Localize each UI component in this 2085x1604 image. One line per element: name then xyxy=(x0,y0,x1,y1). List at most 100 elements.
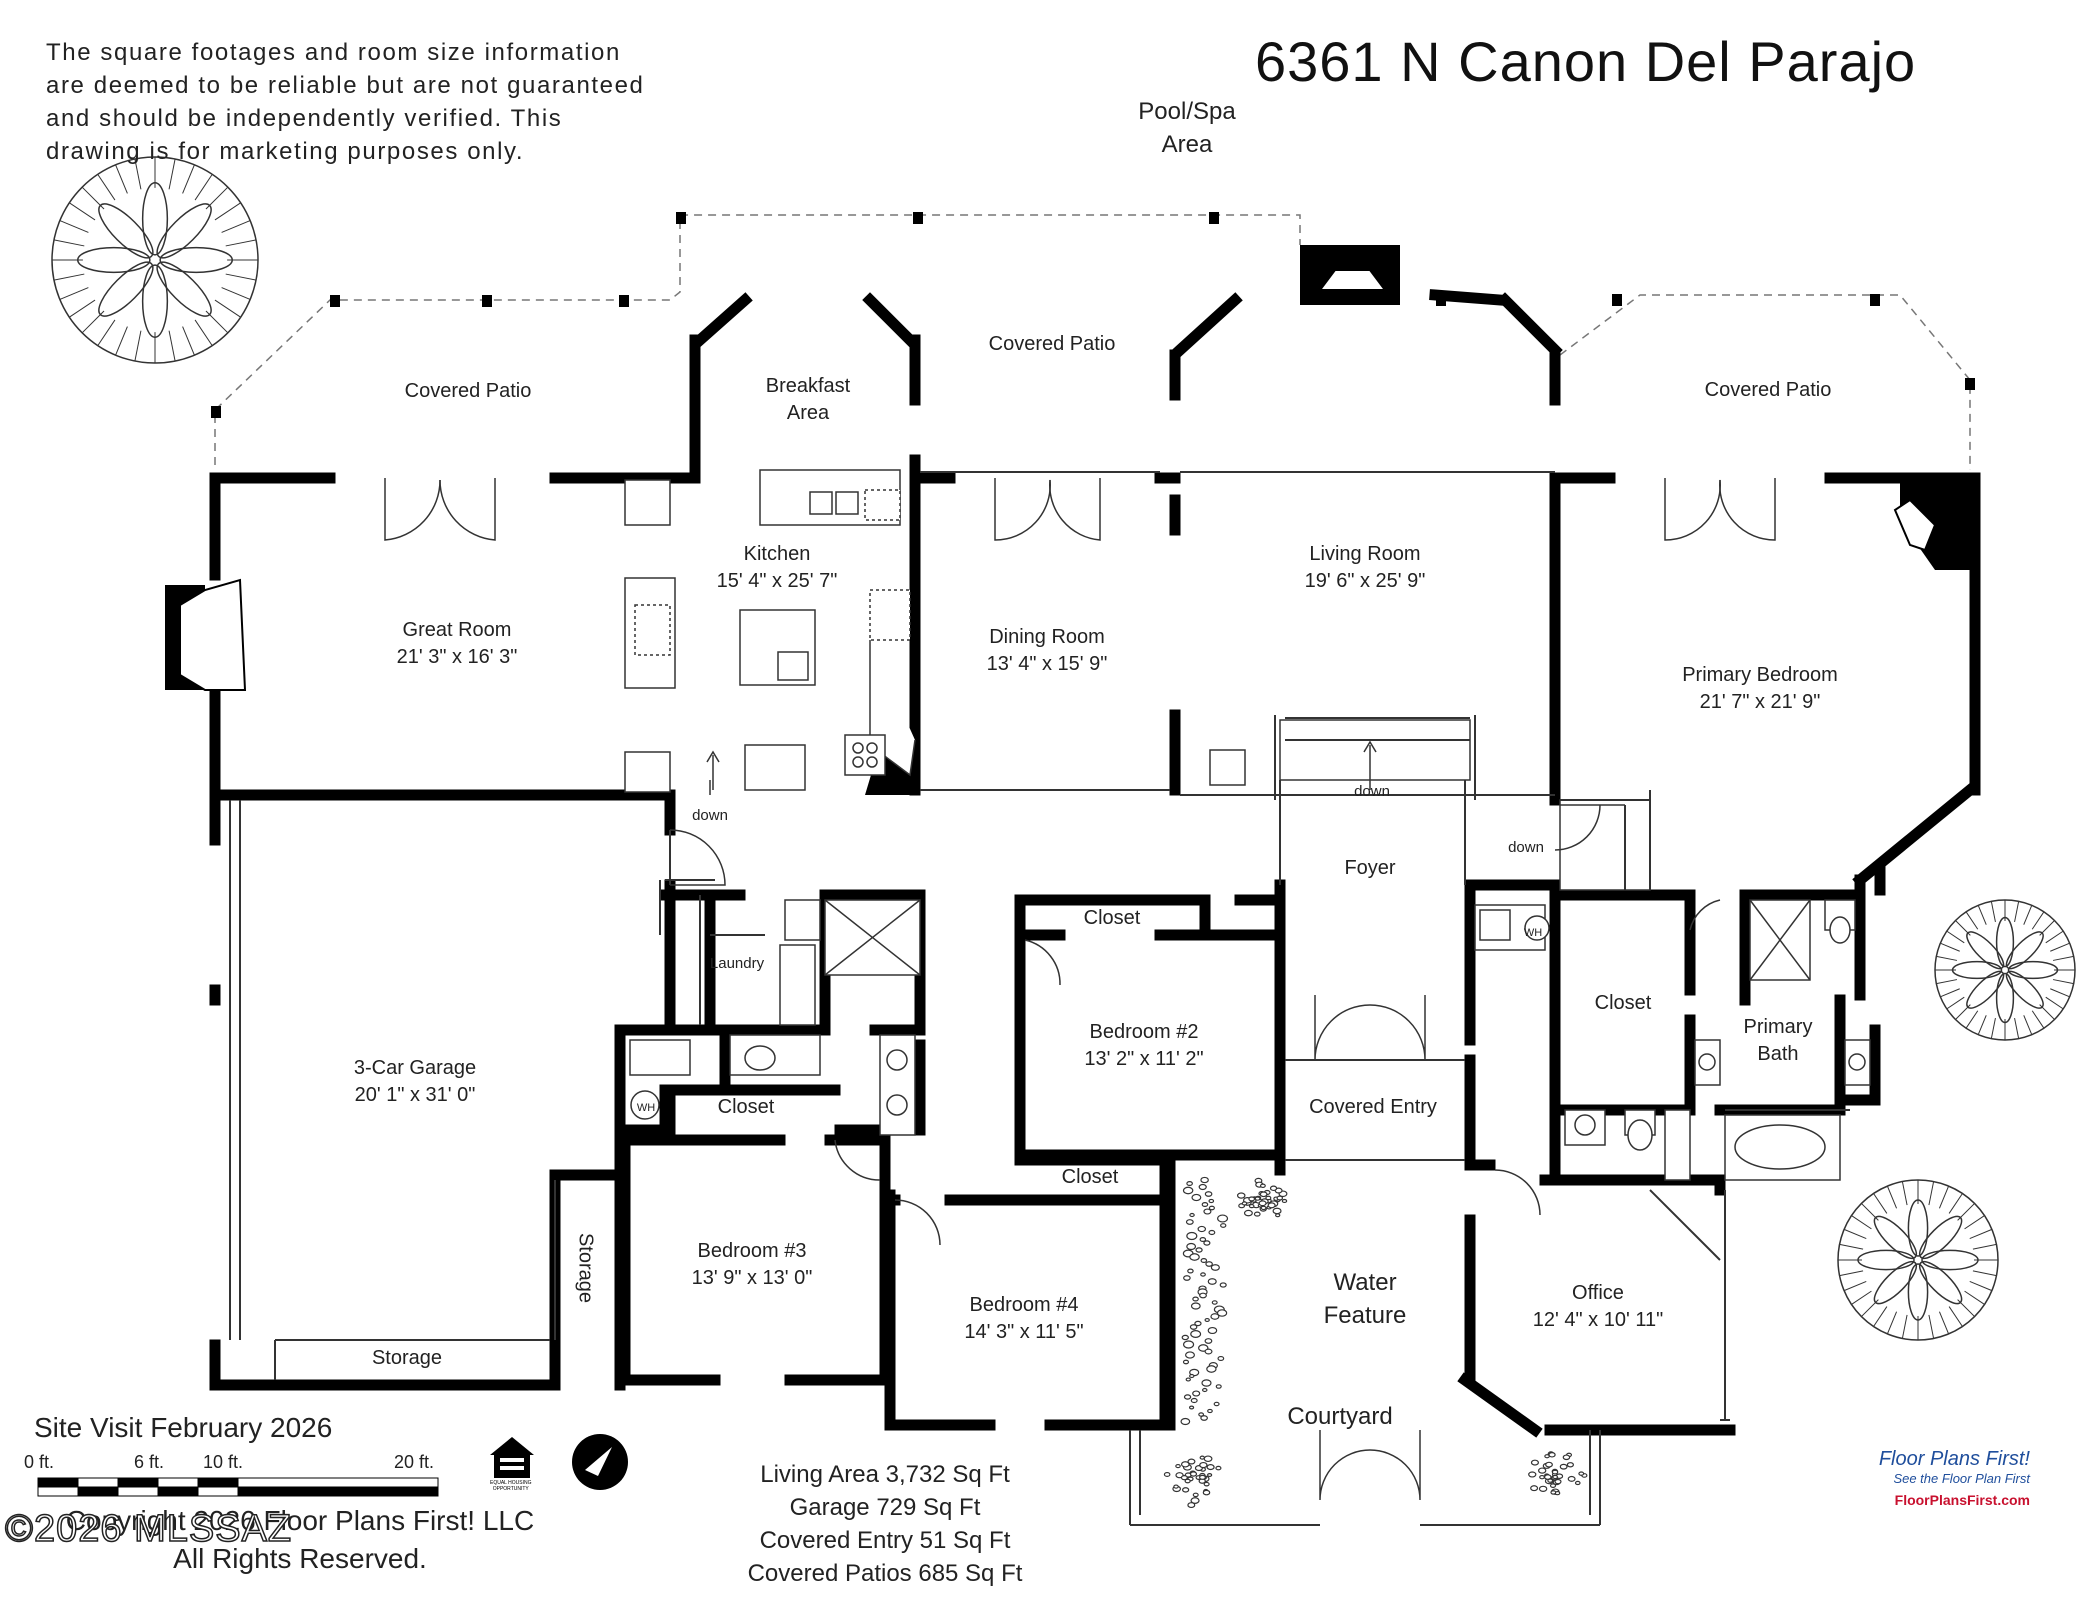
tree-branch xyxy=(2014,1017,2020,1039)
planting-pebble xyxy=(1204,1191,1213,1197)
planting-pebble xyxy=(1181,1334,1189,1341)
tree-branch xyxy=(221,287,251,300)
planting-pebble xyxy=(1210,1313,1220,1320)
brand-url: FloorPlansFirst.com xyxy=(1894,1492,2030,1508)
room-name: Dining Room xyxy=(989,626,1105,648)
disclaimer-line: drawing is for marketing purposes only. xyxy=(46,138,525,165)
room-name: Office xyxy=(1572,1282,1624,1304)
tree-branch xyxy=(134,158,142,190)
tree-branch xyxy=(1901,1314,1908,1339)
planting-pebble xyxy=(1192,1492,1199,1498)
tree-branch xyxy=(2052,979,2074,985)
tree-branch xyxy=(1965,911,1979,930)
planting-pebble xyxy=(1254,1196,1261,1201)
planting-pebble xyxy=(1186,1242,1197,1251)
planting-pebble xyxy=(1187,1458,1196,1465)
planting-pebble xyxy=(1215,1384,1222,1389)
tree-branch xyxy=(1936,955,1958,961)
tree-branch xyxy=(1938,1311,1950,1335)
brand-logo: Floor Plans First! See the Floor Plan Fi… xyxy=(1845,1448,2030,1508)
room-office: Office 12' 4" x 10' 11" xyxy=(1533,1280,1663,1334)
tree-branch xyxy=(59,287,89,300)
planting-pebble xyxy=(1551,1469,1559,1475)
room-name: Covered Patio xyxy=(404,380,532,402)
planting-pebble xyxy=(1538,1467,1547,1474)
room-dims: 12' 4" x 10' 11" xyxy=(1532,1309,1664,1331)
thin-lines xyxy=(224,471,1850,1526)
tree-petal xyxy=(1995,972,2015,1024)
planting-pebble xyxy=(1211,1300,1218,1305)
water-feature-line1: Water xyxy=(1333,1269,1397,1296)
tree-branch xyxy=(182,326,195,356)
planting-pebble xyxy=(1175,1463,1181,1469)
tree-branch xyxy=(1873,1193,1888,1214)
room-name: Covered Patio xyxy=(1704,379,1832,401)
planting-pebble xyxy=(1190,1329,1202,1339)
tree-branch xyxy=(168,158,176,190)
equal-housing-text: EQUAL HOUSING OPPORTUNITY xyxy=(490,1480,532,1492)
planting-pebble xyxy=(1185,1351,1195,1359)
area-line: Living Area 3,732 Sq Ft xyxy=(760,1461,1010,1488)
tree-branch xyxy=(1940,988,1960,998)
tree-branch xyxy=(2023,1015,2033,1035)
planting-pebble xyxy=(1180,1417,1191,1426)
room-dims: 21' 3" x 16' 3" xyxy=(396,646,518,668)
planting-pebble xyxy=(1203,1481,1210,1487)
planting-pebble xyxy=(1552,1474,1559,1480)
room-garage: 3-Car Garage 20' 1" x 31' 0" xyxy=(354,1055,476,1109)
copyright-line2: All Rights Reserved. xyxy=(173,1543,427,1574)
tree-branch xyxy=(1928,1181,1935,1206)
pool-spa-label: Pool/Spa Area xyxy=(1138,95,1235,161)
planting-pebble xyxy=(1272,1207,1282,1215)
tree-branch xyxy=(1861,1203,1879,1221)
tree-branch xyxy=(1928,1314,1935,1339)
planting-pebble xyxy=(1210,1264,1220,1271)
planting-pebble xyxy=(1206,1464,1215,1471)
room-name: Primary Bedroom xyxy=(1682,664,1838,686)
label-down-2: down xyxy=(1354,783,1390,800)
planting-pebble xyxy=(1185,1219,1194,1225)
planting-pebble xyxy=(1187,1268,1194,1274)
tree-branch xyxy=(1957,1203,1975,1221)
planting-pebble xyxy=(1192,1390,1201,1397)
tree-petal xyxy=(141,264,169,339)
planting-pebble xyxy=(1199,1292,1207,1299)
planting-pebble xyxy=(1206,1365,1217,1373)
room-name: Primary xyxy=(1743,1016,1813,1038)
scale-tick-20: 20 ft. xyxy=(394,1452,435,1472)
planting-pebble xyxy=(1185,1377,1191,1382)
planting-pebble xyxy=(1204,1317,1210,1323)
planting-pebble xyxy=(1183,1275,1191,1281)
tree-branch xyxy=(1969,1280,1993,1292)
planting-pebble xyxy=(1248,1196,1256,1202)
planting-pebble xyxy=(1203,1455,1213,1463)
tree-branch xyxy=(1938,1185,1950,1209)
room-patio-left: Covered Patio xyxy=(405,378,532,405)
planting-pebble xyxy=(1539,1474,1545,1480)
tree-branch xyxy=(1964,1290,1985,1305)
room-dims: Bath xyxy=(1757,1043,1799,1065)
planting-pebble xyxy=(1578,1471,1585,1476)
planting-pebble xyxy=(1215,1465,1222,1471)
label-storage-side: Storage xyxy=(574,1232,597,1304)
room-dims: 13' 2" x 11' 2" xyxy=(1084,1048,1204,1070)
tree-branch xyxy=(115,326,128,356)
planting-pebble xyxy=(1182,1186,1194,1195)
tree-branch xyxy=(1873,1306,1888,1327)
planting-pebble xyxy=(1188,1405,1195,1410)
tree-branch xyxy=(1965,1010,1979,1029)
room-dining: Dining Room 13' 4" x 15' 9" xyxy=(987,624,1108,678)
planting-pebble xyxy=(1173,1484,1179,1489)
planting-pebble xyxy=(1182,1359,1190,1365)
planting-pebble xyxy=(1199,1461,1208,1469)
planting-pebble xyxy=(1186,1180,1193,1187)
planting-pebble xyxy=(1550,1490,1557,1495)
planting-pebble xyxy=(1201,1379,1212,1387)
bath-fixtures xyxy=(629,899,1871,1181)
planting-pebble xyxy=(1236,1192,1246,1199)
tree-petal xyxy=(141,182,169,256)
planting-pebble xyxy=(1267,1202,1276,1209)
tree-branch xyxy=(69,299,96,318)
room-name: 3-Car Garage xyxy=(353,1057,477,1079)
copyright: Copyright 2026 Floor Plans First! LLC Al… xyxy=(20,1502,580,1578)
